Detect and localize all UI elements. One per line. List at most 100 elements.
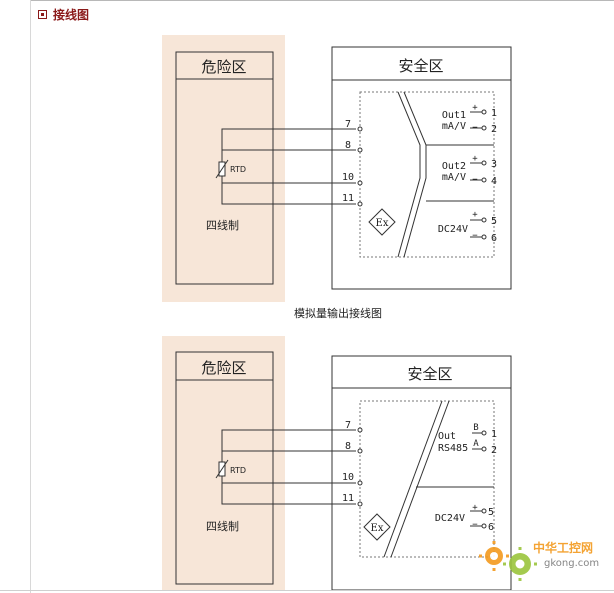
watermark: 中华工控网 gkong.com <box>479 540 599 581</box>
rs485-output: Out RS485 B A 1 2 <box>438 423 497 456</box>
terminal-number: 6 <box>491 233 497 244</box>
terminal-number: 1 <box>491 108 497 119</box>
output-1: Out1 mA/V + − 1 2 <box>442 103 497 135</box>
terminal-number: 4 <box>491 176 497 187</box>
ex-symbol-text: Ex <box>376 218 389 229</box>
rtd-wire-8 <box>221 450 356 462</box>
diagram-caption: 模拟量输出接线图 <box>294 306 382 320</box>
wiring-type-label: 四线制 <box>206 218 239 232</box>
terminal-circle <box>481 160 487 166</box>
terminal-number: 3 <box>491 159 497 170</box>
polarity-positive: + <box>472 103 478 113</box>
hazard-zone-box <box>175 51 274 285</box>
terminal-circle <box>357 480 363 486</box>
terminal-number: 5 <box>488 507 494 518</box>
barrier-right-line <box>403 91 427 258</box>
power-label: DC24V <box>438 224 468 235</box>
power-input: DC24V + − 5 6 <box>435 503 494 533</box>
diagram-rs485-output: 危险区 安全区 RTD 四线制 7 8 10 11 <box>162 336 512 591</box>
left-divider <box>30 0 31 593</box>
bus-line-a: A <box>473 439 479 449</box>
terminal-number: 7 <box>345 420 351 431</box>
polarity-positive: + <box>472 154 478 164</box>
top-divider <box>30 0 614 1</box>
terminal-circle <box>357 501 363 507</box>
polarity-positive: + <box>472 503 478 513</box>
rtd-wire-11 <box>221 476 356 505</box>
bottom-divider <box>0 590 614 591</box>
isolator-outline <box>359 91 495 258</box>
ex-symbol-text: Ex <box>371 523 384 534</box>
terminal-circle <box>481 446 487 452</box>
terminal-circle <box>481 125 487 131</box>
terminal-circle <box>357 448 363 454</box>
terminal-circle <box>481 109 487 115</box>
output-label: Out <box>438 431 456 442</box>
safe-zone-label: 安全区 <box>407 365 452 383</box>
terminal-circle <box>481 217 487 223</box>
rtd-wire-11 <box>221 176 356 205</box>
terminal-number: 8 <box>345 140 351 151</box>
terminal-circle <box>357 201 363 207</box>
safe-zone-box <box>331 355 512 591</box>
rtd-label: RTD <box>230 466 246 475</box>
terminal-circle <box>481 177 487 183</box>
terminal-number: 10 <box>342 172 354 183</box>
bullet-icon <box>38 10 47 19</box>
polarity-negative: − <box>472 231 478 241</box>
bus-line-b: B <box>473 423 478 433</box>
terminal-number: 8 <box>345 441 351 452</box>
output-sublabel: mA/V <box>442 121 466 132</box>
power-label: DC24V <box>435 513 465 524</box>
power-input: DC24V + − 5 6 <box>438 210 497 244</box>
safe-zone-label: 安全区 <box>398 57 443 75</box>
diagram-analog-output: 危险区 安全区 RTD 四线制 7 8 10 11 <box>162 35 512 320</box>
barrier-left-line <box>383 400 443 558</box>
polarity-positive: + <box>472 210 478 220</box>
hazard-zone-label: 危险区 <box>201 359 246 377</box>
terminal-number: 10 <box>342 472 354 483</box>
rtd-wire-8 <box>221 149 356 162</box>
terminal-number: 2 <box>491 445 497 456</box>
polarity-negative: − <box>472 520 478 530</box>
terminal-number: 7 <box>345 119 351 130</box>
barrier-right-line <box>390 400 450 558</box>
terminal-circle <box>481 234 487 240</box>
terminal-number: 11 <box>342 193 354 204</box>
safe-zone-box <box>331 46 512 290</box>
terminal-circle <box>357 126 363 132</box>
terminal-number: 5 <box>491 216 497 227</box>
input-terminals: 7 8 10 11 <box>342 420 363 507</box>
terminal-circle <box>357 427 363 433</box>
hazard-zone-label: 危险区 <box>201 58 246 76</box>
terminal-circle <box>481 523 487 529</box>
ex-symbol-icon: Ex <box>368 208 396 236</box>
terminal-circle <box>357 147 363 153</box>
output-sublabel: RS485 <box>438 443 468 454</box>
gear-icon <box>479 541 537 581</box>
input-terminals: 7 8 10 11 <box>342 119 363 207</box>
rtd-symbol-icon <box>215 459 229 479</box>
output-label: Out2 <box>442 161 466 172</box>
output-sublabel: mA/V <box>442 172 466 183</box>
section-title: 接线图 <box>53 8 90 22</box>
watermark-url: gkong.com <box>544 558 599 569</box>
rtd-label: RTD <box>230 165 246 174</box>
watermark-brand: 中华工控网 <box>533 540 593 555</box>
terminal-number: 2 <box>491 124 497 135</box>
terminal-circle <box>481 508 487 514</box>
hazard-zone-box <box>175 351 274 585</box>
terminal-number: 6 <box>488 522 494 533</box>
terminal-circle <box>481 430 487 436</box>
barrier-left-line <box>397 91 421 258</box>
terminal-circle <box>357 180 363 186</box>
output-label: Out1 <box>442 110 466 121</box>
wiring-type-label: 四线制 <box>206 519 239 533</box>
ex-symbol-icon: Ex <box>363 513 391 541</box>
isolator-outline <box>359 400 495 558</box>
terminal-number: 1 <box>491 429 497 440</box>
rtd-symbol-icon <box>215 159 229 179</box>
section-header: 接线图 <box>38 6 89 23</box>
output-2: Out2 mA/V + − 3 4 <box>442 154 497 187</box>
